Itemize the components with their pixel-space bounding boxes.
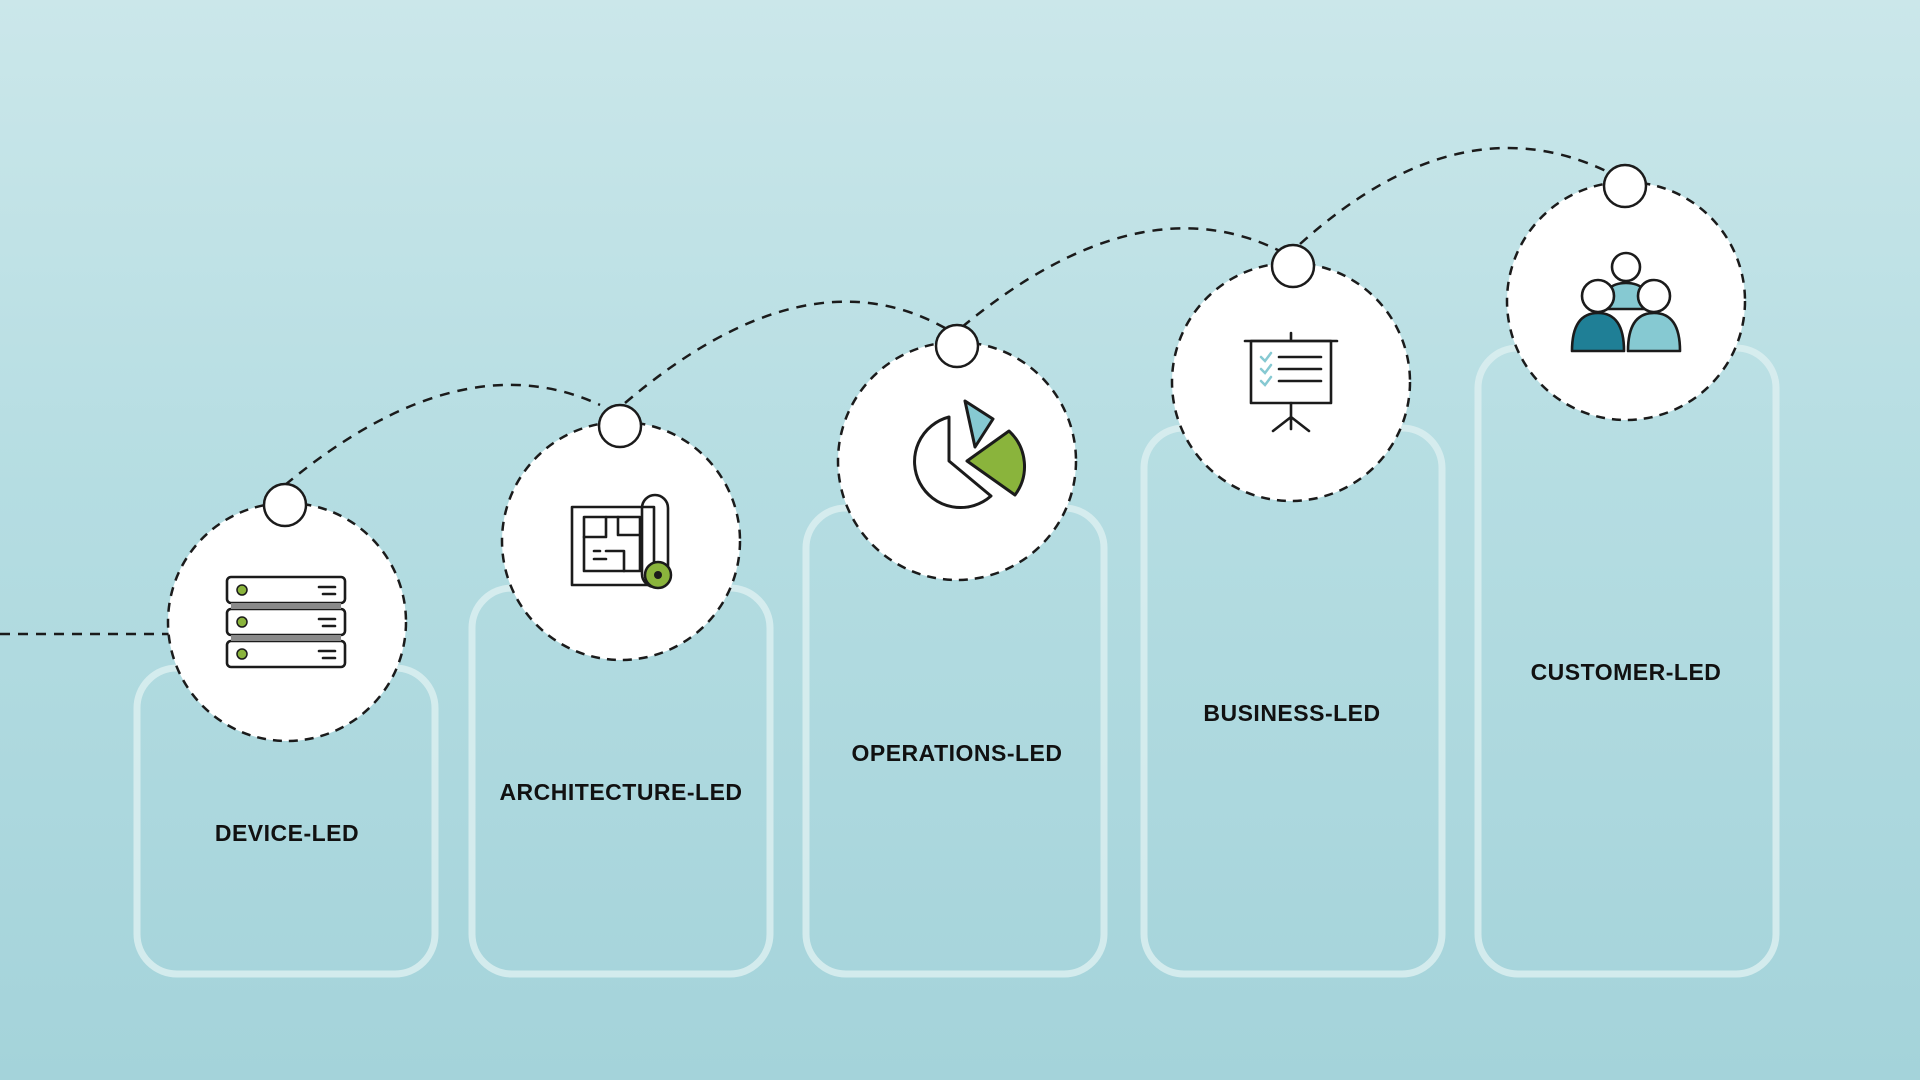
presentation-board-icon xyxy=(1243,331,1339,433)
node-dot-device xyxy=(262,482,308,528)
node-dot-architecture xyxy=(597,403,643,449)
pie-chart-icon xyxy=(913,399,1026,510)
stage-label-device: DEVICE-LED xyxy=(214,820,360,846)
stage-label-architecture: ARCHITECTURE-LED xyxy=(499,779,743,805)
stage-circle-device xyxy=(166,501,408,743)
stage-circle-architecture xyxy=(500,420,742,662)
stage-label-customer: CUSTOMER-LED xyxy=(1530,659,1722,685)
stage-label-business: BUSINESS-LED xyxy=(1203,700,1381,726)
node-dot-customer xyxy=(1602,163,1648,209)
customer-group-icon xyxy=(1570,251,1682,353)
stage-circle-operations xyxy=(836,340,1078,582)
stage-label-operations: OPERATIONS-LED xyxy=(851,740,1063,766)
node-dot-operations xyxy=(934,323,980,369)
node-dot-business xyxy=(1270,243,1316,289)
blueprint-icon xyxy=(570,493,673,590)
server-stack-icon xyxy=(225,575,347,669)
